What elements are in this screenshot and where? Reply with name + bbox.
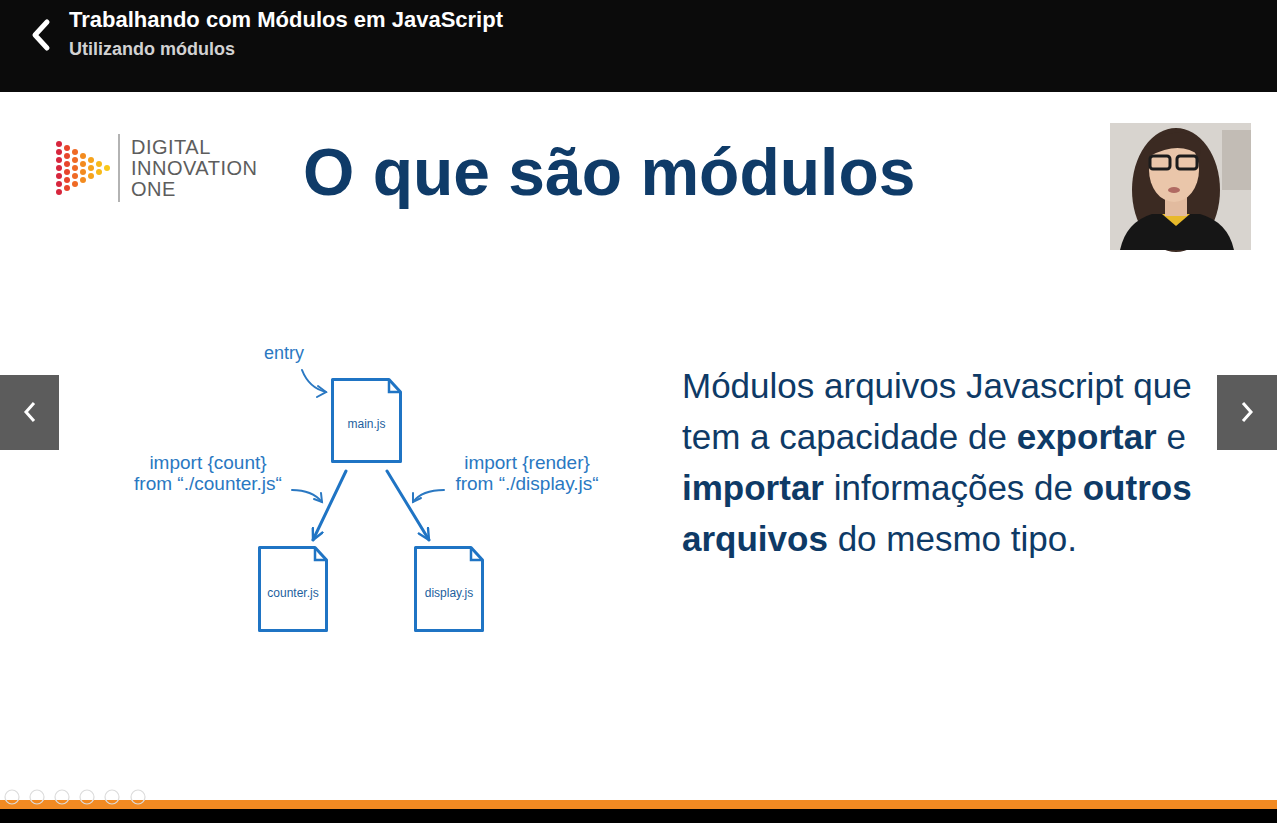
nav-button [1217, 375, 1277, 450]
file-name: display.js [425, 586, 473, 600]
file-document: main.js [331, 378, 402, 463]
definition-text: Módulos arquivos Javascript que tem a ca… [682, 360, 1192, 564]
logo-dot [80, 161, 86, 167]
leader-head [413, 493, 421, 502]
presenter-mouth [1168, 187, 1180, 193]
import-statement: import {count} from “./counter.js“ [133, 452, 283, 494]
webcam-background [1110, 123, 1251, 250]
brand-logo [56, 134, 119, 202]
control-icon [131, 790, 145, 804]
file-document: display.js [414, 546, 484, 632]
logo-dot [64, 161, 70, 167]
slide-ground [0, 92, 1277, 800]
logo-dot [64, 145, 70, 151]
import-pointer [413, 490, 444, 502]
presenter-glasses [1150, 156, 1170, 169]
logo-dot [56, 165, 62, 171]
file-name: counter.js [267, 586, 318, 600]
webcam-shelf [1222, 130, 1251, 190]
import-arrow [387, 471, 429, 540]
body-text: informações de [834, 468, 1073, 507]
emphasis-text: exportar [1017, 417, 1157, 456]
next-button [1217, 375, 1277, 450]
progress-bar [0, 800, 1277, 809]
document-fold [389, 380, 401, 393]
body-text: e [1166, 417, 1185, 456]
control-icon [5, 790, 19, 804]
course-title: Trabalhando com Módulos em JavaScript [69, 7, 503, 33]
lesson-title: Utilizando módulos [69, 39, 235, 60]
logo-dot [56, 181, 62, 187]
logo-dot [56, 189, 62, 195]
logo-dot [64, 185, 70, 191]
presenter-body [1120, 214, 1234, 250]
file-name: main.js [347, 417, 385, 431]
document-border [260, 548, 327, 631]
logo-dot [72, 181, 78, 187]
logo-dot [56, 141, 62, 147]
nav-button [0, 375, 59, 450]
leader-line [292, 490, 322, 502]
prev-button [0, 375, 59, 450]
logo-dot [96, 161, 102, 167]
logo-dot [88, 165, 94, 171]
logo-dot [88, 157, 94, 163]
presenter-glasses [1177, 156, 1197, 169]
logo-dot [56, 149, 62, 155]
document-fold [471, 548, 483, 561]
logo-dot [72, 165, 78, 171]
logo-dot [104, 165, 110, 171]
control-icon [105, 790, 119, 804]
leader-head [314, 493, 322, 502]
logo-dot [80, 169, 86, 175]
control-icon [55, 790, 69, 804]
import-pointer [292, 490, 322, 502]
presenter-fringe [1148, 133, 1201, 156]
header-bar [0, 0, 1277, 92]
import-statement: import {render} from “./display.js“ [454, 452, 600, 494]
document-border [333, 380, 401, 462]
control-icon [80, 790, 94, 804]
logo-dot [88, 173, 94, 179]
body-text: do mesmo tipo. [838, 519, 1077, 558]
nav-chevron [26, 403, 34, 421]
logo-dot [64, 153, 70, 159]
logo-dot [80, 177, 86, 183]
brand-name: DIGITAL INNOVATION ONE [131, 137, 257, 200]
document-fold [315, 548, 327, 561]
logo-dot [64, 169, 70, 175]
control-icon [30, 790, 44, 804]
nav-chevron [1243, 403, 1251, 421]
entry-note: entry [264, 343, 304, 364]
slide-title: O que são módulos [303, 134, 915, 210]
logo-dot [72, 157, 78, 163]
logo-dot [80, 153, 86, 159]
file-document: counter.js [258, 546, 328, 632]
webcam-frame [1110, 123, 1251, 252]
logo-dot [56, 157, 62, 163]
entry-pointer [302, 370, 326, 397]
leader-head [317, 386, 326, 397]
back-chevron [35, 22, 47, 48]
logo-dot [56, 173, 62, 179]
player-controls [5, 790, 145, 804]
logo-divider [118, 134, 120, 202]
logo-dot [72, 173, 78, 179]
import-arrow [313, 471, 346, 540]
emphasis-text: importar [682, 468, 824, 507]
leader-line [413, 490, 444, 502]
document-border [416, 548, 483, 631]
logo-dot [72, 149, 78, 155]
logo-dot [64, 177, 70, 183]
bottom-strip [0, 809, 1277, 823]
logo-dot [96, 169, 102, 175]
